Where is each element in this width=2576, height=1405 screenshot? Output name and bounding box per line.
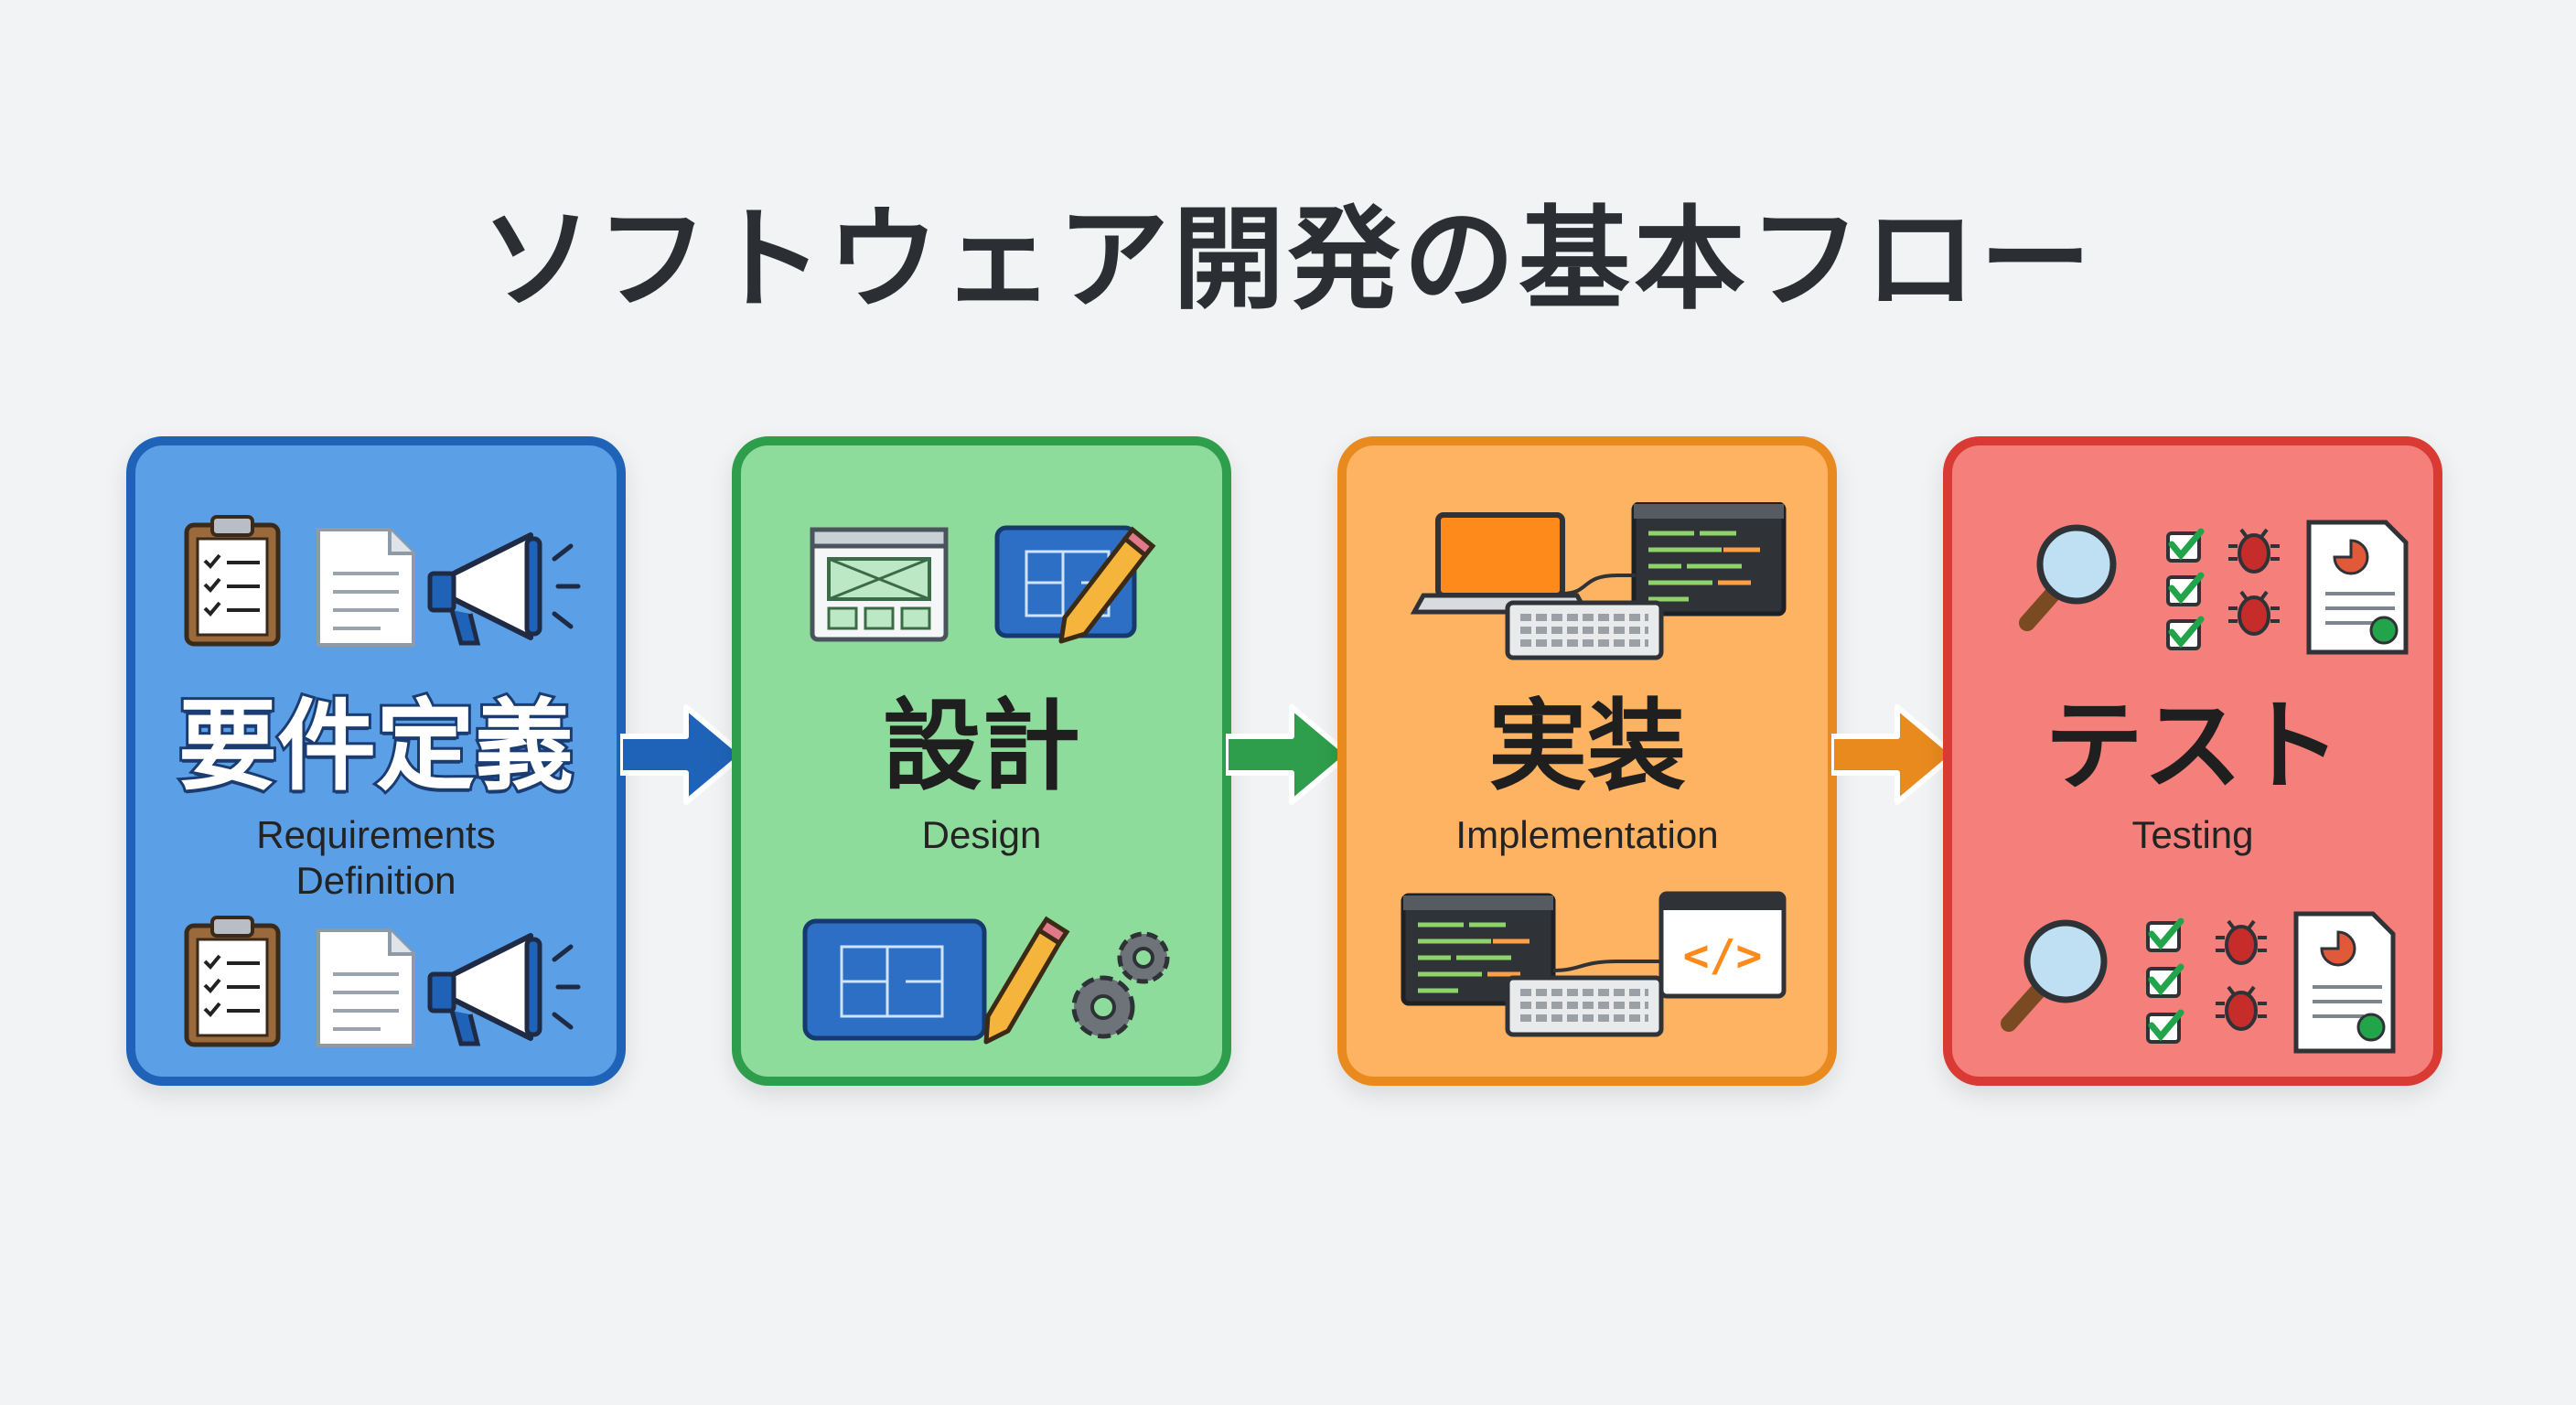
keyboard-icon <box>1505 600 1664 660</box>
magnifier-icon <box>2019 524 2117 631</box>
step-title-en: Design <box>921 813 1042 856</box>
design-icons-bottom <box>741 894 1222 1058</box>
megaphone-icon <box>427 532 581 646</box>
report-icon <box>2306 520 2409 655</box>
step-card-design: 設計 Design <box>732 436 1231 1086</box>
gear-icon <box>1071 931 1170 1039</box>
document-icon <box>317 528 415 647</box>
step-title-en: Implementation <box>1455 813 1719 856</box>
implementation-icons-bottom: </> <box>1347 883 1828 1047</box>
page-title: ソフトウェア開発の基本フロー <box>481 195 2095 325</box>
step-title-en: Testing <box>2131 813 2254 856</box>
clipboard-icon <box>184 515 281 647</box>
requirements-icons-bottom <box>135 903 617 1067</box>
bug-icon <box>2216 919 2267 1031</box>
blueprint-icon <box>802 918 987 1041</box>
checklist-icon <box>2146 917 2184 1044</box>
step-title-en-line2: Definition <box>295 859 456 902</box>
flow-arrow-2 <box>1226 704 1351 805</box>
design-icons-top <box>741 502 1222 667</box>
report-icon <box>2293 911 2396 1054</box>
magnifier-icon <box>2001 919 2108 1032</box>
step-title-jp: 設計 <box>882 690 1080 804</box>
clipboard-icon <box>184 916 281 1047</box>
bug-icon <box>2228 528 2280 636</box>
step-title-jp: 実装 <box>1487 690 1686 804</box>
laptop-icon <box>1410 512 1591 615</box>
step-title-jp: テスト <box>2044 690 2341 804</box>
document-icon <box>317 928 415 1047</box>
pencil-icon <box>1058 526 1156 644</box>
flow-arrow-3 <box>1831 704 1957 805</box>
testing-icons-top <box>1952 502 2433 667</box>
step-title-jp: 要件定義 <box>176 690 576 804</box>
step-card-implementation: 実装 Implementation </> <box>1337 436 1837 1086</box>
testing-icons-bottom <box>1952 896 2433 1060</box>
terminal-icon <box>1631 502 1787 617</box>
requirements-icons-top <box>135 502 617 667</box>
step-title-en-line1: Requirements <box>256 813 496 856</box>
checklist-icon <box>2166 528 2205 650</box>
code-window-icon: </> <box>1658 891 1787 999</box>
pencil-icon <box>983 916 1070 1045</box>
flow-arrow-1 <box>620 704 746 805</box>
wireframe-icon <box>810 527 949 642</box>
keyboard-icon <box>1505 975 1664 1037</box>
megaphone-icon <box>427 933 581 1046</box>
step-card-testing: テスト Testing <box>1943 436 2442 1086</box>
implementation-icons-top <box>1347 502 1828 667</box>
code-symbol: </> <box>1683 930 1763 981</box>
step-card-requirements: 要件定義 Requirements Definition <box>126 436 626 1086</box>
